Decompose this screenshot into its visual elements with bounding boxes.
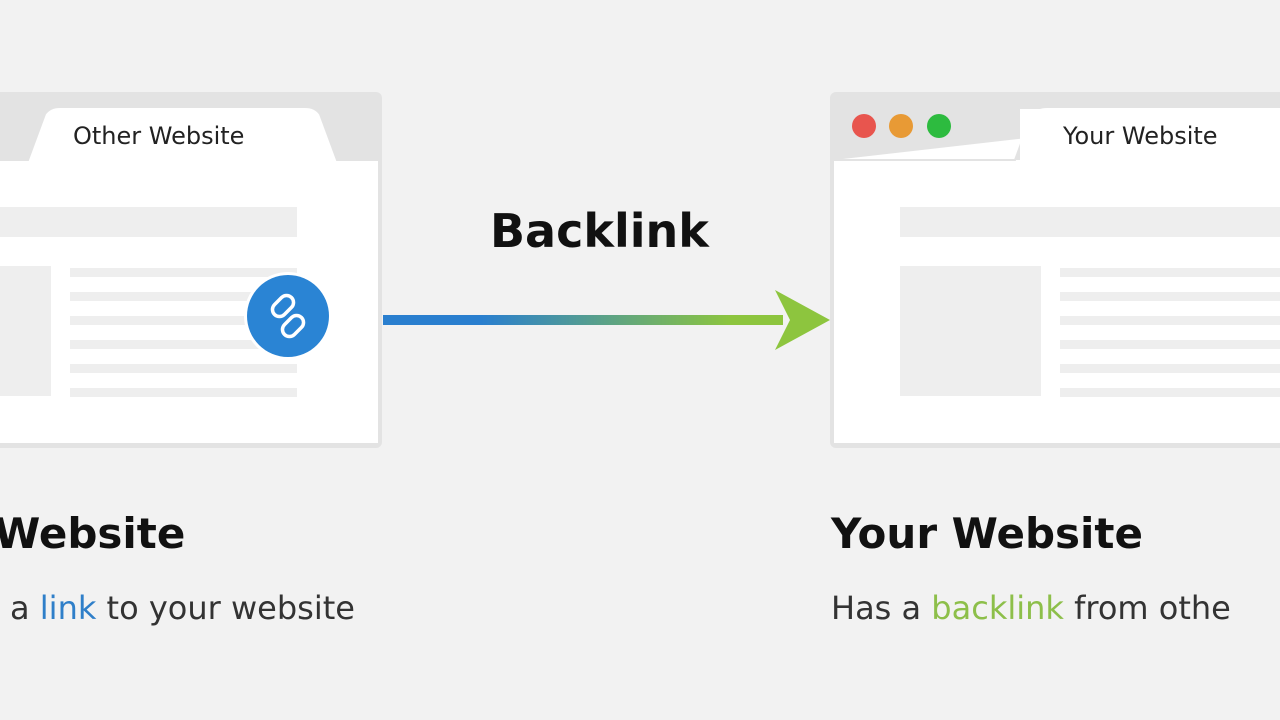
right-tab-label: Your Website (1063, 122, 1218, 150)
backlink-arrow (383, 290, 830, 350)
right-heading: Your Website (831, 509, 1143, 558)
backlink-highlight: backlink (931, 589, 1064, 627)
right-browser-window (830, 92, 1280, 448)
right-page-image-block (900, 266, 1041, 396)
maximize-dot-icon (927, 114, 951, 138)
backlink-label: Backlink (490, 204, 709, 258)
close-dot-icon (852, 114, 876, 138)
link-badge (244, 272, 332, 360)
left-subtext-before: a (10, 589, 40, 627)
arrow-head-icon (775, 290, 830, 350)
right-subtext-after: from othe (1063, 589, 1231, 627)
link-icon (270, 293, 306, 339)
link-highlight: link (39, 589, 97, 627)
right-page-title-bar (900, 207, 1280, 237)
arrow-shaft (383, 315, 783, 325)
left-page-image-block (0, 266, 51, 396)
right-subtext-before: Has a (831, 589, 932, 627)
left-browser-window (0, 92, 382, 448)
minimize-dot-icon (889, 114, 913, 138)
left-tab-label: Other Website (73, 122, 245, 150)
left-heading: Website (0, 509, 186, 558)
left-window-tab (0, 106, 378, 161)
right-page-text-lines (1060, 268, 1280, 397)
left-page-text-lines (70, 268, 297, 397)
right-subtext: Has a backlink from othe (831, 592, 1231, 624)
left-subtext-after: to your website (96, 589, 355, 627)
left-page-title-bar (0, 207, 297, 237)
left-subtext: a link to your website (10, 592, 355, 624)
